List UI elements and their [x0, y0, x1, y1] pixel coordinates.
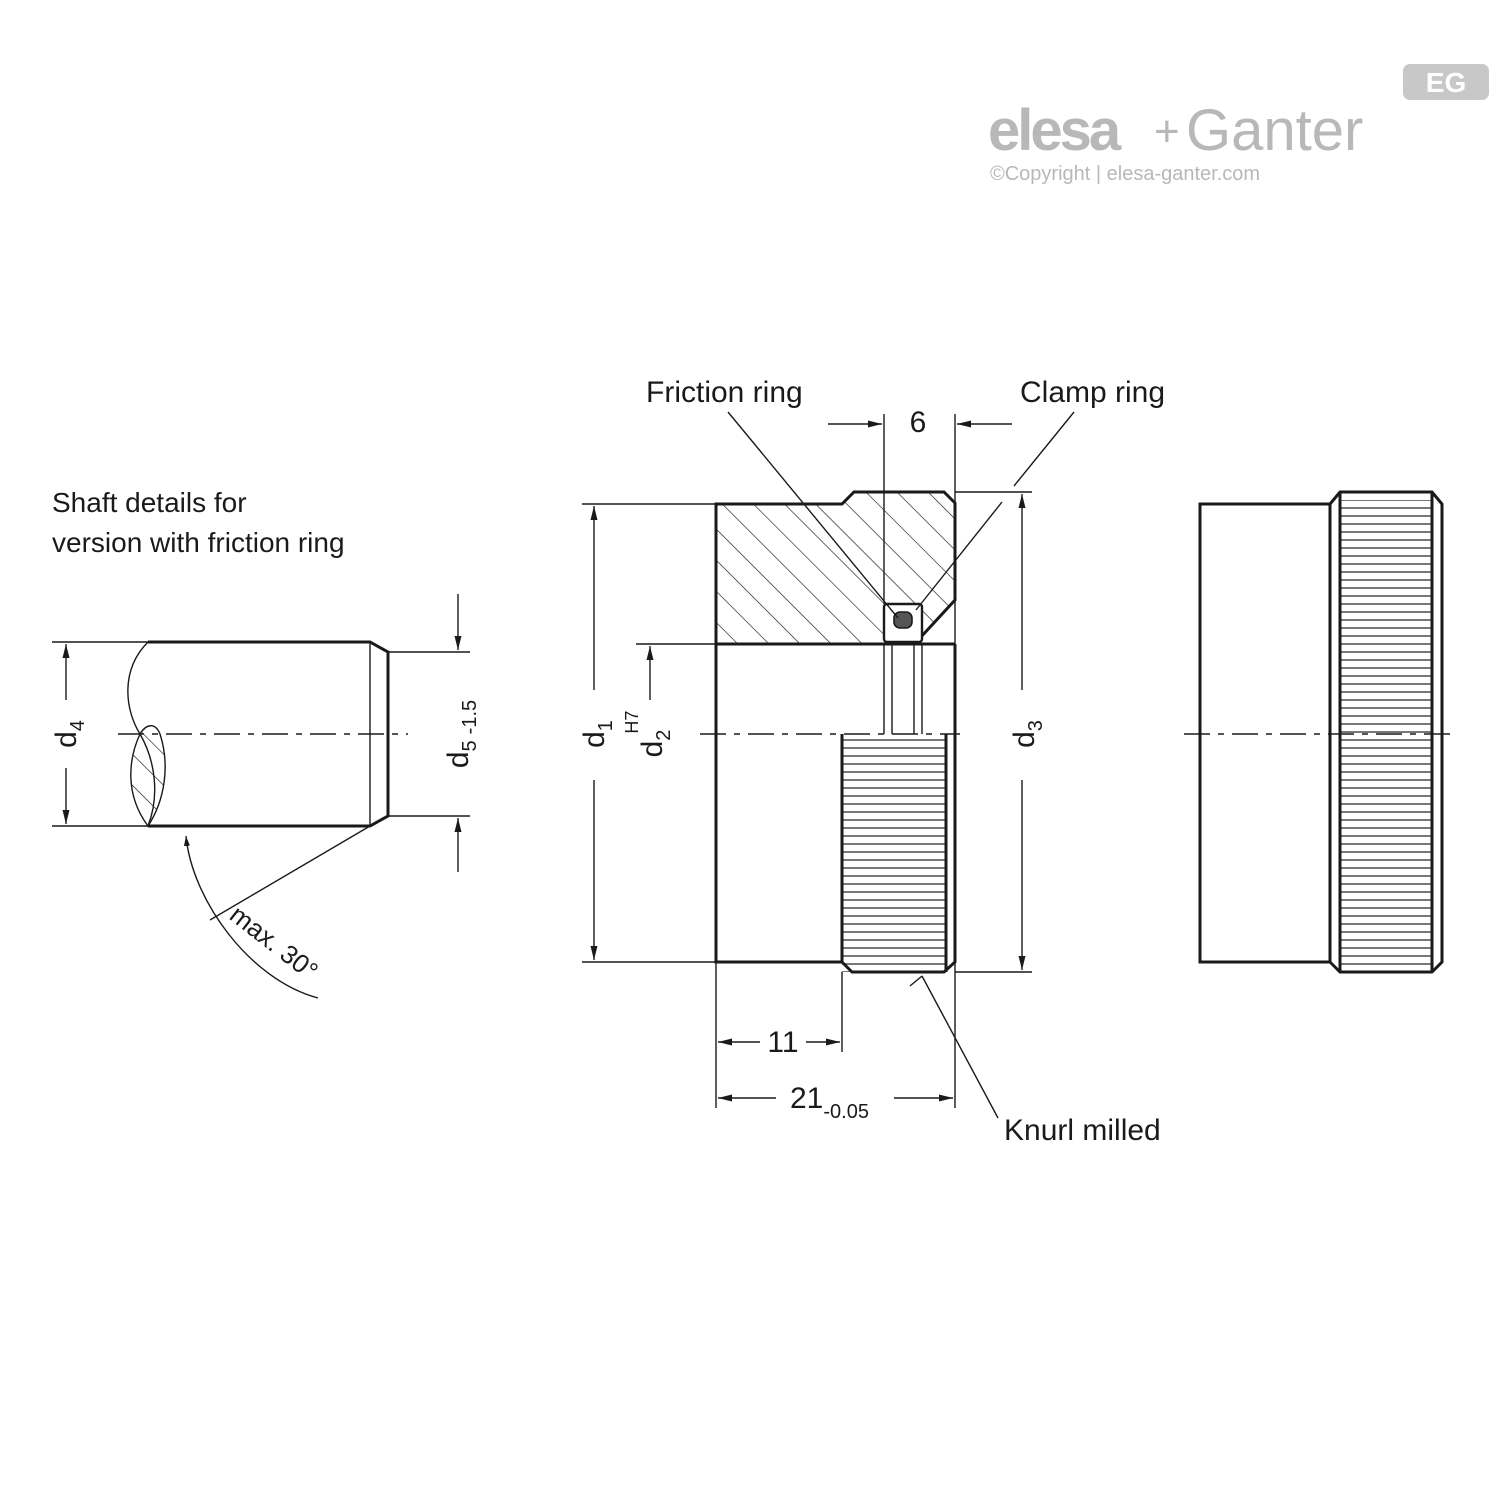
side-knurl-outline [1328, 490, 1444, 974]
side-hub-body [1198, 502, 1332, 964]
d5-label: d5-1.5 [442, 700, 481, 768]
svg-text:max. 30°: max. 30° [224, 899, 324, 986]
badge-frame [1403, 64, 1489, 100]
brand-name-right: Ganter [1186, 98, 1363, 163]
svg-text:d5-1.5: d5-1.5 [442, 700, 481, 768]
svg-text:d2H7: d2H7 [622, 711, 675, 758]
friction-ring-seal [893, 611, 913, 629]
clamp-ring-leader-lower [915, 501, 1003, 611]
friction-ring-leader [727, 411, 899, 619]
d4-label: d4 [50, 720, 89, 748]
knurl-milled-label: Knurl milled [1004, 1114, 1161, 1147]
side-view [1184, 490, 1456, 974]
brand-name-left: elesa [988, 98, 1122, 163]
svg-text:d4: d4 [50, 720, 89, 748]
width21-label: 21-0.05 [790, 1082, 869, 1123]
brand-logo: EG elesa + Ganter ©Copyright | elesa-gan… [988, 64, 1489, 185]
angle-leader [209, 825, 371, 921]
clamp-ring-label: Clamp ring [1020, 376, 1165, 409]
d2-label: d2H7 [622, 711, 675, 758]
shaft-detail: Shaft details for version with friction … [50, 487, 481, 999]
width11-label: 11 [767, 1026, 798, 1059]
knurl-milled-leader-tip [909, 975, 923, 987]
shaft-break-section [130, 725, 166, 828]
d1-label: d1 [578, 720, 617, 748]
brand-plus: + [1154, 107, 1180, 156]
knurl-milled-leader [921, 975, 999, 1119]
clamp-ring-leader-upper [1013, 411, 1075, 487]
svg-text:d3: d3 [1008, 720, 1047, 748]
badge-text: EG [1426, 67, 1466, 98]
section-view: d1 d2H7 d3 6 11 21-0.05 Frictio [578, 376, 1165, 1147]
knurl-ring-face [842, 734, 946, 972]
hub-lower-outline [714, 644, 842, 964]
shaft-outline [148, 640, 390, 828]
brand-copyright: ©Copyright | elesa-ganter.com [990, 163, 1260, 185]
d3-label: d3 [1008, 720, 1047, 748]
shaft-caption-line1: Shaft details for [52, 487, 247, 518]
angle-arc [183, 835, 319, 999]
shaft-caption-line2: version with friction ring [52, 527, 345, 558]
svg-text:d1: d1 [578, 720, 617, 748]
side-knurl-face [1340, 500, 1432, 966]
width6-label: 6 [910, 406, 927, 439]
angle-label: max. 30° [224, 899, 324, 986]
friction-ring-label: Friction ring [646, 376, 803, 409]
